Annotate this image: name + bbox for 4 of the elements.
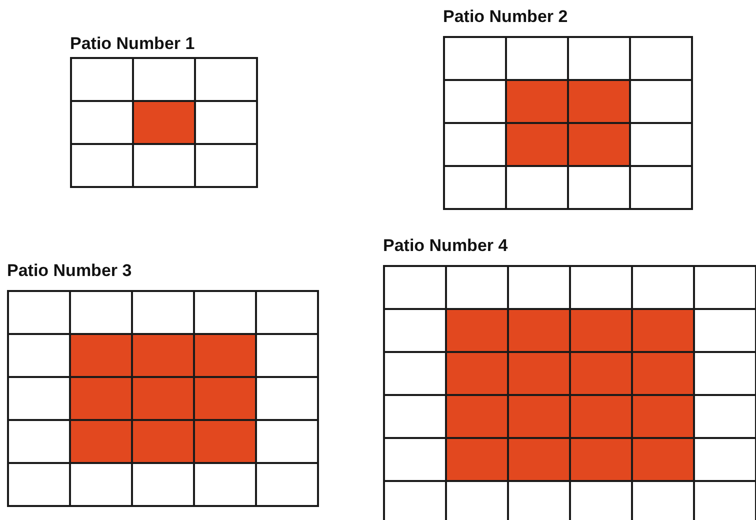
patio-title: Patio Number 2 [443, 7, 568, 27]
patio-title: Patio Number 4 [383, 236, 508, 256]
patio-title: Patio Number 1 [70, 34, 195, 54]
patio-title: Patio Number 3 [7, 261, 132, 281]
